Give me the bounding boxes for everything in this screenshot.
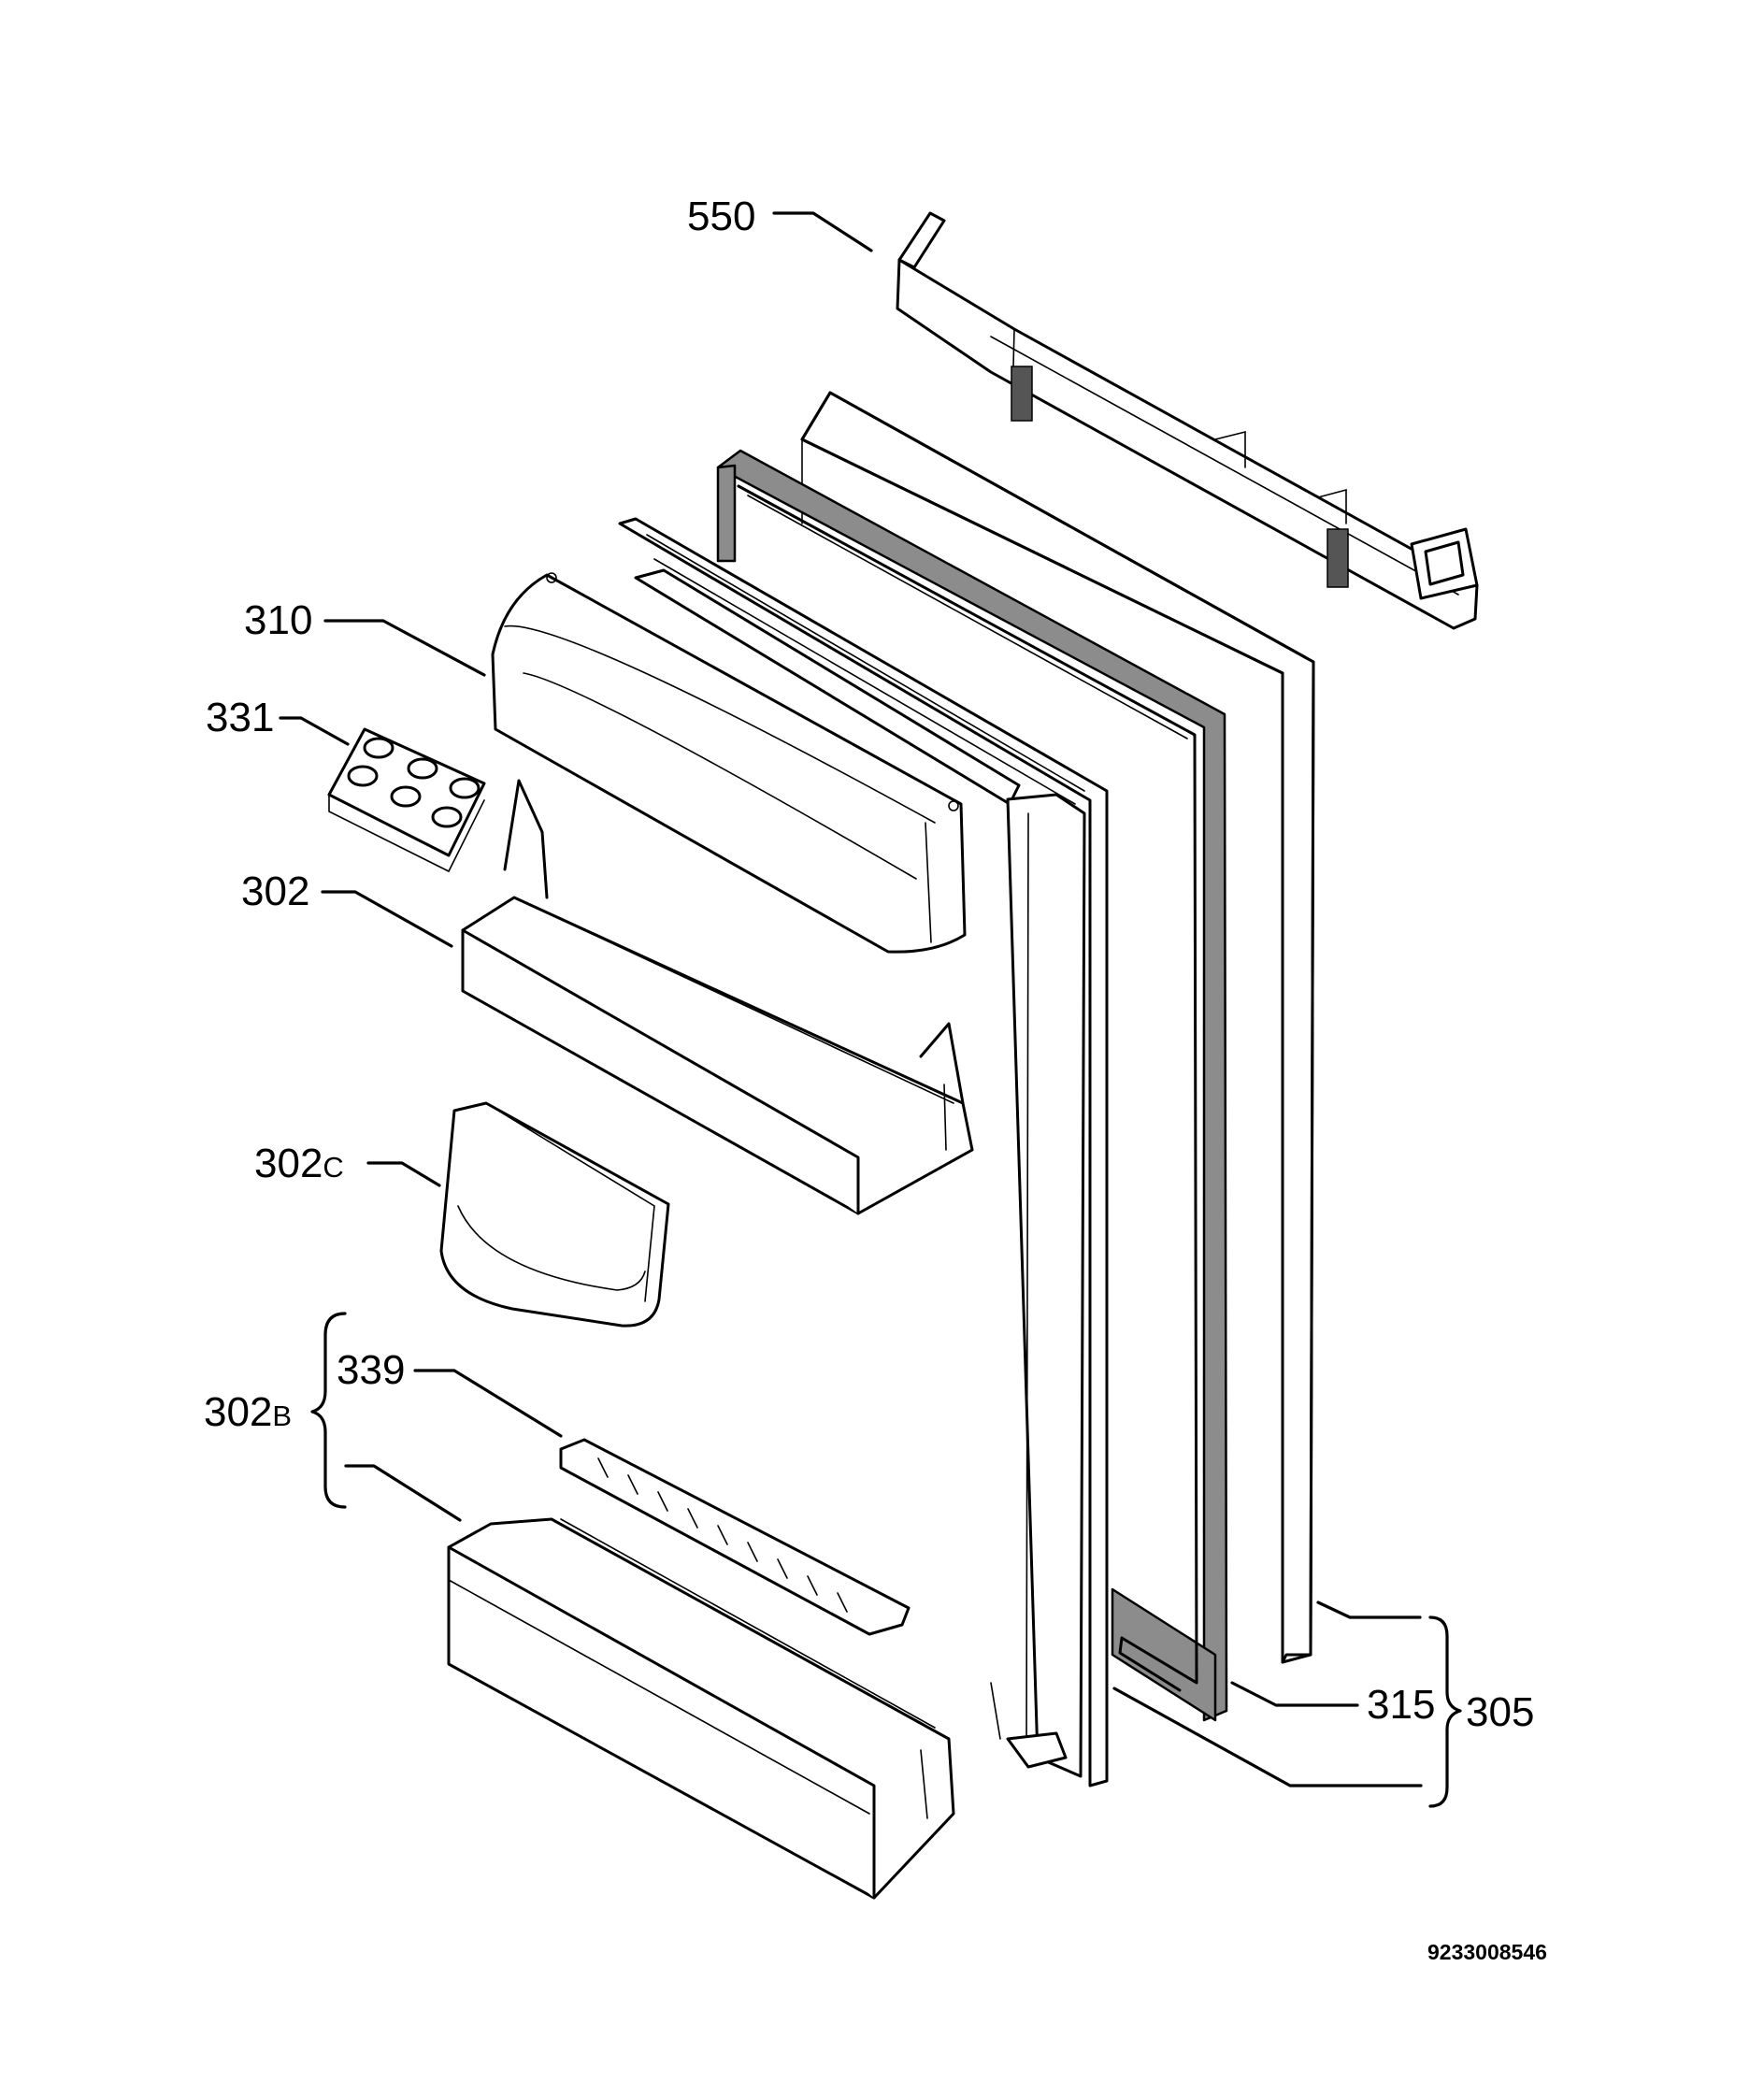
leader-305-bottom	[1112, 1687, 1423, 1787]
brace-305	[1428, 1615, 1462, 1808]
brace-302b	[310, 1312, 347, 1509]
leader-lines	[279, 211, 1462, 1808]
label-315: 315	[1367, 1682, 1435, 1728]
leader-310	[323, 619, 486, 677]
leader-305-top	[1316, 1601, 1422, 1619]
label-302: 302	[241, 869, 309, 914]
leader-339	[413, 1369, 563, 1438]
part-302-door-shelf	[461, 779, 974, 1215]
part-labels: 550 310 331 302 302C 339 302B 315 305 92…	[204, 194, 1547, 1964]
leader-331	[279, 716, 350, 746]
part-315-gasket	[716, 449, 1228, 1722]
part-305-inner-liner	[618, 517, 1109, 1787]
label-302c: 302C	[254, 1141, 344, 1186]
part-302b-bottle-shelf	[447, 1517, 955, 1900]
part-331-egg-tray	[327, 727, 486, 873]
leader-302	[321, 890, 453, 948]
leader-315	[1230, 1681, 1359, 1707]
part-302c-small-bin	[439, 1101, 670, 1328]
label-305: 305	[1466, 1689, 1534, 1735]
label-550: 550	[687, 194, 755, 239]
label-310: 310	[244, 597, 312, 643]
part-310-dairy-lid	[491, 572, 967, 954]
leader-302b	[344, 1464, 462, 1522]
leader-550	[772, 211, 873, 252]
label-302b: 302B	[204, 1389, 292, 1435]
label-331: 331	[206, 695, 274, 740]
label-339: 339	[337, 1347, 405, 1393]
part-339-bottle-retainer	[559, 1438, 911, 1636]
document-number: 9233008546	[1427, 1940, 1547, 1964]
leader-302c	[366, 1161, 441, 1187]
part-550-hinge-rail	[896, 211, 1479, 630]
